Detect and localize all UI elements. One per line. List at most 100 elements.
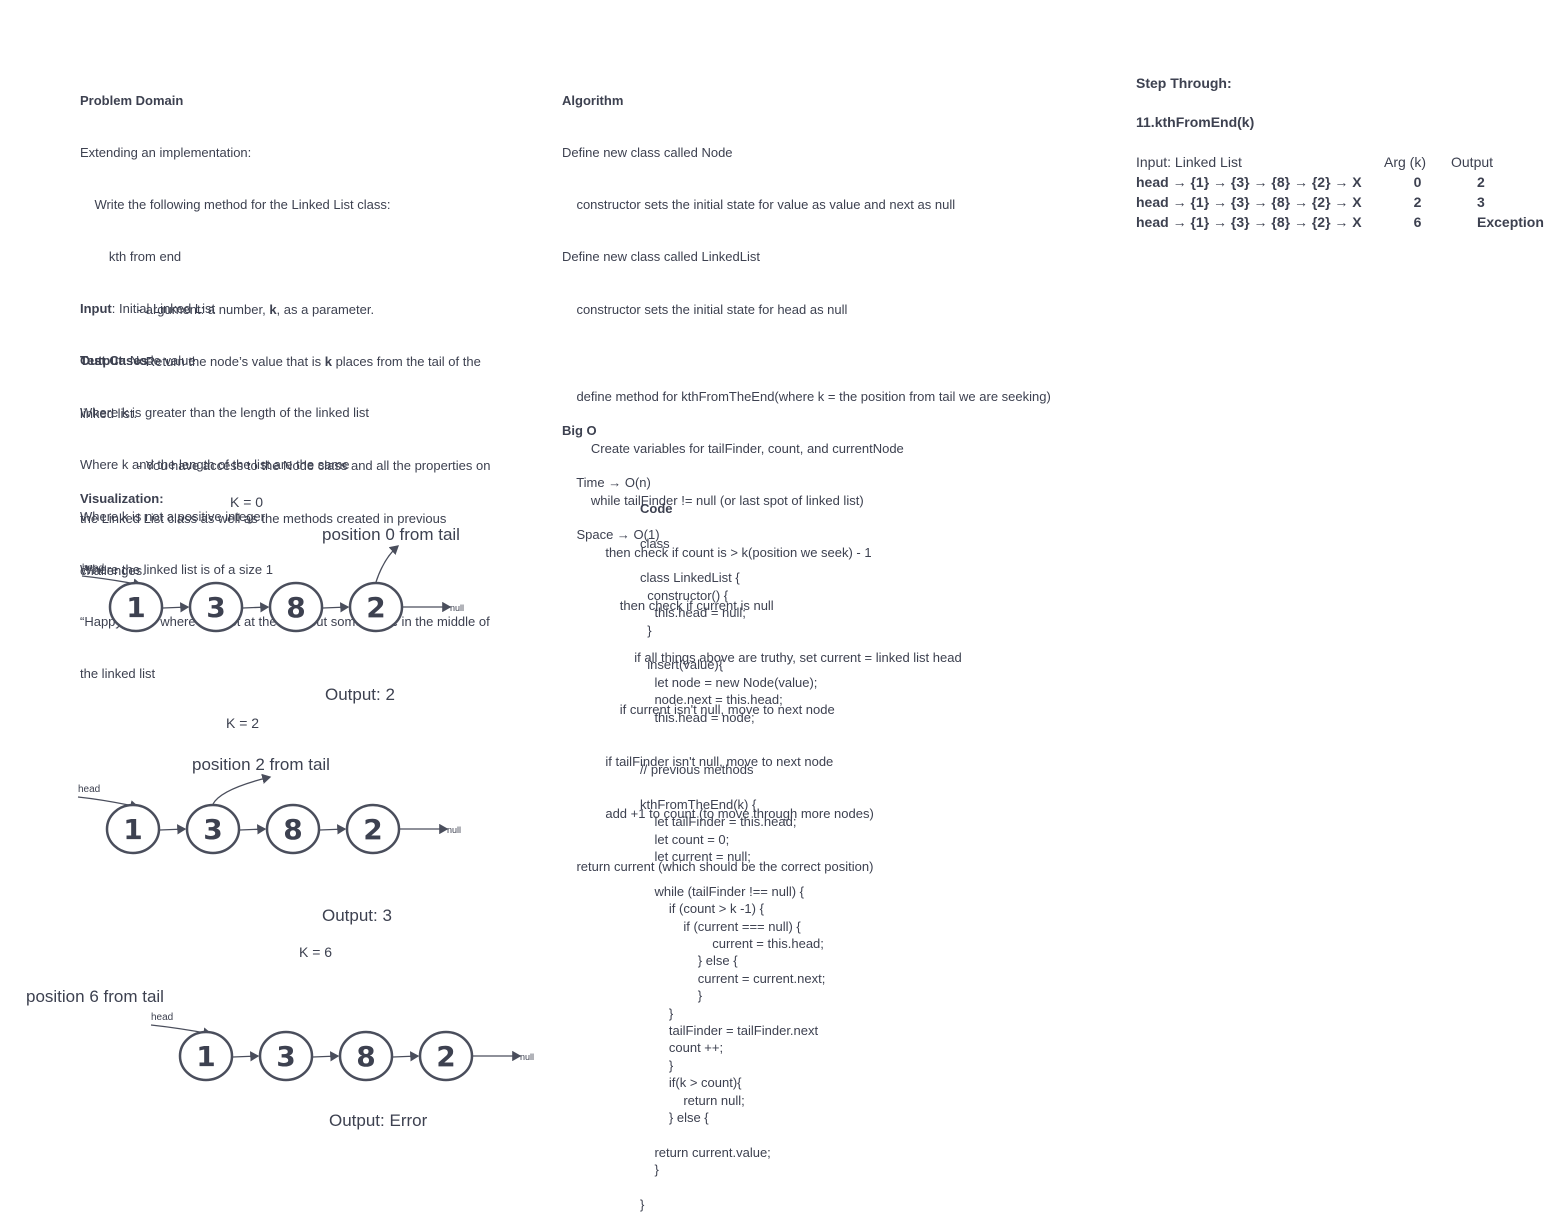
code-line: } <box>640 1005 674 1021</box>
code-line: return current.value; <box>640 1144 771 1160</box>
io-section: Input: Initial Linked List Output: Node … <box>80 265 215 387</box>
table-row: head → {1} → {3} → {8} → {2} → X 6 Excep… <box>1136 214 1544 230</box>
problem-line: kth from end <box>80 249 182 265</box>
algorithm-line: add +1 to count (to move through more no… <box>562 806 874 822</box>
code-line: insert(value){ <box>640 657 724 673</box>
code-line: } else { <box>640 1110 709 1126</box>
null-label: null <box>450 603 464 613</box>
code-line: let node = new Node(value); <box>640 674 818 690</box>
col-input: Input: Linked List <box>1136 154 1242 170</box>
step-table: Input: Linked List Arg (k) Output head →… <box>1136 152 1544 232</box>
code-line: let tailFinder = this.head; <box>640 814 797 830</box>
code-line: } <box>640 988 703 1004</box>
code-line: // previous methods <box>640 761 754 777</box>
code-line: } else { <box>640 953 738 969</box>
test-case: Where the linked list is of a size 1 <box>80 561 273 577</box>
test-case: Where k is greater than the length of th… <box>80 405 370 421</box>
list-node <box>338 1030 394 1082</box>
code-line: if (current === null) { <box>640 918 801 934</box>
next-arrow <box>232 1051 260 1062</box>
example-position-label: position 2 from tail <box>192 755 330 774</box>
code-line: return null; <box>640 1092 745 1108</box>
node-value: 8 <box>356 1040 375 1073</box>
code-line: let current = null; <box>640 848 751 864</box>
list-node <box>178 1030 234 1082</box>
example-output-label: Output: Error <box>329 1111 428 1130</box>
algorithm: Algorithm Define new class called Node c… <box>562 57 1051 893</box>
tests-heading: Test Cases: <box>80 352 152 368</box>
example-output-label: Output: 3 <box>322 906 392 925</box>
list-node <box>268 581 324 633</box>
node-value: 2 <box>366 591 385 624</box>
problem-line: the Linked List class as well as the met… <box>80 510 447 526</box>
problem-domain: Problem Domain Extending an implementati… <box>80 57 520 597</box>
problem-line: Write the following method for the Linke… <box>80 197 391 213</box>
table-row: head → {1} → {3} → {8} → {2} → X 0 2 <box>1136 174 1485 190</box>
head-label: head <box>151 1012 173 1023</box>
table-row: head → {1} → {3} → {8} → {2} → X 2 3 <box>1136 194 1485 210</box>
list-node <box>348 581 404 633</box>
node-value: 1 <box>123 813 142 846</box>
code-line: } <box>640 622 652 638</box>
algorithm-line: Create variables for tailFinder, count, … <box>562 440 904 456</box>
code-heading: Code <box>640 500 673 516</box>
algorithm-line: if tailFinder isn't null, move to next n… <box>562 754 834 770</box>
list-node <box>418 1030 474 1082</box>
algorithm-line: if current isn't null, move to next node <box>562 702 835 718</box>
algorithm-line: while tailFinder != null (or last spot o… <box>562 493 864 509</box>
visualization-heading: Visualization: <box>80 491 164 506</box>
example-position-label: position 6 from tail <box>26 987 164 1006</box>
code-line: if (count > k -1) { <box>640 901 764 917</box>
code-line: kthFromTheEnd(k) { <box>640 796 757 812</box>
next-arrow <box>239 824 267 835</box>
list-node <box>185 803 241 855</box>
code-line: } <box>640 1057 674 1073</box>
output-line: Output: Node value <box>80 353 196 369</box>
head-label: head <box>78 784 100 795</box>
code-line: constructor() { <box>640 587 729 603</box>
code-line: if(k > count){ <box>640 1075 742 1091</box>
example-k-label: K = 6 <box>299 944 333 960</box>
col-output: Output <box>1451 154 1494 170</box>
code-line: while (tailFinder !== null) { <box>640 883 805 899</box>
algorithm-line: then check if current is null <box>562 597 774 613</box>
algorithm-line: return current (which should be the corr… <box>562 858 874 874</box>
next-arrow <box>322 602 350 613</box>
code-line: class LinkedList { <box>640 570 740 586</box>
node-value: 3 <box>203 813 222 846</box>
list-node <box>105 803 161 855</box>
test-case: the linked list <box>80 666 156 682</box>
algorithm-line: constructor sets the initial state for v… <box>562 197 956 213</box>
code-line: current = current.next; <box>640 970 826 986</box>
next-arrow <box>242 602 270 613</box>
code-block: Code class class LinkedList { constructo… <box>640 465 825 1213</box>
algorithm-line: then check if count is > k(position we s… <box>562 545 872 561</box>
list-node <box>108 581 164 633</box>
problem-line: - You have access to the Node class and … <box>80 458 491 474</box>
code-line: tailFinder = tailFinder.next <box>640 1023 819 1038</box>
next-arrow <box>159 824 187 835</box>
code-line: current = this.head; <box>640 935 824 951</box>
example-k-label: K = 2 <box>226 715 260 731</box>
code-line: count ++; <box>640 1040 724 1056</box>
problem-line: Extending an implementation: <box>80 145 252 161</box>
bigo-space: Space → O(1) <box>562 527 660 543</box>
test-case: Where k is not a positive integer <box>80 509 265 525</box>
code-line: class <box>640 535 670 551</box>
code-line: } <box>640 1162 659 1178</box>
node-value: 8 <box>286 591 305 624</box>
next-arrow <box>162 602 190 613</box>
problem-line: challenges. <box>80 562 146 578</box>
head-label: head <box>82 563 104 574</box>
problem-return-line: - Return the node’s value that is k plac… <box>80 353 481 369</box>
step-table-header: Input: Linked List Arg (k) Output <box>1136 152 1544 172</box>
position-arrow <box>212 773 272 805</box>
list-node <box>265 803 321 855</box>
code-line: this.head = node; <box>640 709 755 725</box>
test-case: Where k and the length of the list are t… <box>80 457 350 473</box>
bigo-time: Time → O(n) <box>562 475 651 491</box>
node-value: 1 <box>126 591 145 624</box>
input-line: Input: Initial Linked List <box>80 300 216 316</box>
problem-line: linked list. <box>80 406 138 422</box>
